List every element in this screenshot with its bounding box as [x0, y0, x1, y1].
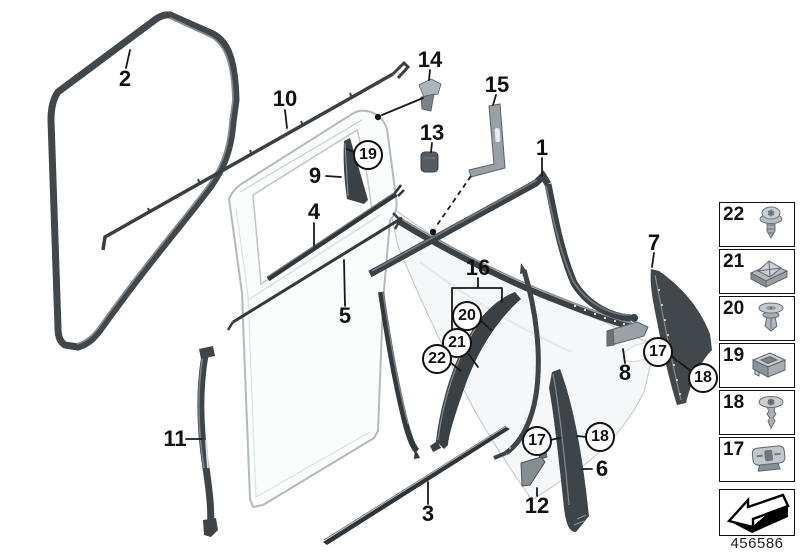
pillar-finisher-6 — [549, 369, 589, 532]
callout-5[interactable]: 5 — [338, 303, 352, 328]
push-rivet-icon — [758, 302, 784, 332]
callout-18-circled-lower[interactable]: 18 — [585, 422, 615, 452]
callout-18-circled-upper[interactable]: 18 — [688, 363, 718, 393]
legend-item-21[interactable]: 21 — [719, 249, 795, 294]
legend-label: 21 — [723, 251, 745, 272]
callout-22-circled[interactable]: 22 — [422, 344, 452, 374]
bracket-8 — [606, 321, 649, 347]
callout-1[interactable]: 1 — [535, 135, 549, 160]
callout-9[interactable]: 9 — [308, 163, 322, 188]
callout-17-circled-upper[interactable]: 17 — [643, 337, 673, 367]
aperture-seal — [47, 11, 240, 351]
direction-arrow-icon — [726, 493, 790, 533]
metal-clamp-icon — [751, 352, 787, 378]
callout-6[interactable]: 6 — [595, 456, 609, 481]
callout-20-circled[interactable]: 20 — [452, 301, 482, 331]
front-edge-strip-11 — [197, 346, 218, 537]
door-edge-channel — [378, 291, 420, 459]
legend-label: 19 — [723, 345, 745, 366]
legend-item-17[interactable]: 17 — [719, 437, 795, 482]
legend-label: 18 — [723, 392, 745, 413]
callout-4[interactable]: 4 — [307, 199, 321, 224]
legend-label: 20 — [723, 298, 745, 319]
callout-19-circled[interactable]: 19 — [353, 140, 383, 170]
legend-direction-box[interactable] — [719, 489, 795, 536]
leader-lines — [125, 49, 692, 505]
frame-seal-1 — [368, 170, 638, 322]
callout-7[interactable]: 7 — [647, 230, 661, 255]
corner-channel-15 — [468, 103, 506, 178]
callout-2[interactable]: 2 — [118, 66, 132, 91]
legend-item-18[interactable]: 18 — [719, 390, 795, 435]
door-panel — [227, 109, 398, 509]
clip-14 — [418, 78, 442, 112]
cap-13 — [420, 151, 439, 173]
diagram-number: 456586 — [730, 535, 784, 552]
lower-strip-3 — [323, 425, 510, 545]
expanding-nut-icon — [751, 445, 786, 472]
callout-12[interactable]: 12 — [524, 493, 550, 518]
callout-14[interactable]: 14 — [417, 47, 443, 72]
legend-item-19[interactable]: 19 — [719, 343, 795, 388]
washer-screw-icon — [758, 396, 784, 430]
window-guide-channel — [493, 263, 541, 460]
legend-item-20[interactable]: 20 — [719, 296, 795, 341]
callout-17-circled-lower[interactable]: 17 — [522, 426, 552, 456]
cage-nut-icon — [749, 260, 789, 288]
legend-label: 17 — [723, 439, 745, 460]
callout-8[interactable]: 8 — [618, 360, 632, 385]
callout-10[interactable]: 10 — [272, 86, 298, 111]
legend-label: 22 — [723, 204, 745, 225]
callout-3[interactable]: 3 — [421, 501, 435, 526]
triangle-trim-9 — [343, 138, 368, 204]
dashed-leader — [374, 113, 472, 236]
torx-screw-icon — [759, 206, 783, 240]
legend-item-22[interactable]: 22 — [719, 202, 795, 247]
belt-strip-5 — [226, 216, 403, 331]
belt-strip-4 — [266, 184, 405, 282]
callout-16[interactable]: 16 — [465, 255, 491, 280]
callout-15[interactable]: 15 — [484, 72, 510, 97]
callout-13[interactable]: 13 — [419, 120, 445, 145]
roof-strip — [101, 60, 411, 251]
callout-11[interactable]: 11 — [163, 426, 187, 451]
